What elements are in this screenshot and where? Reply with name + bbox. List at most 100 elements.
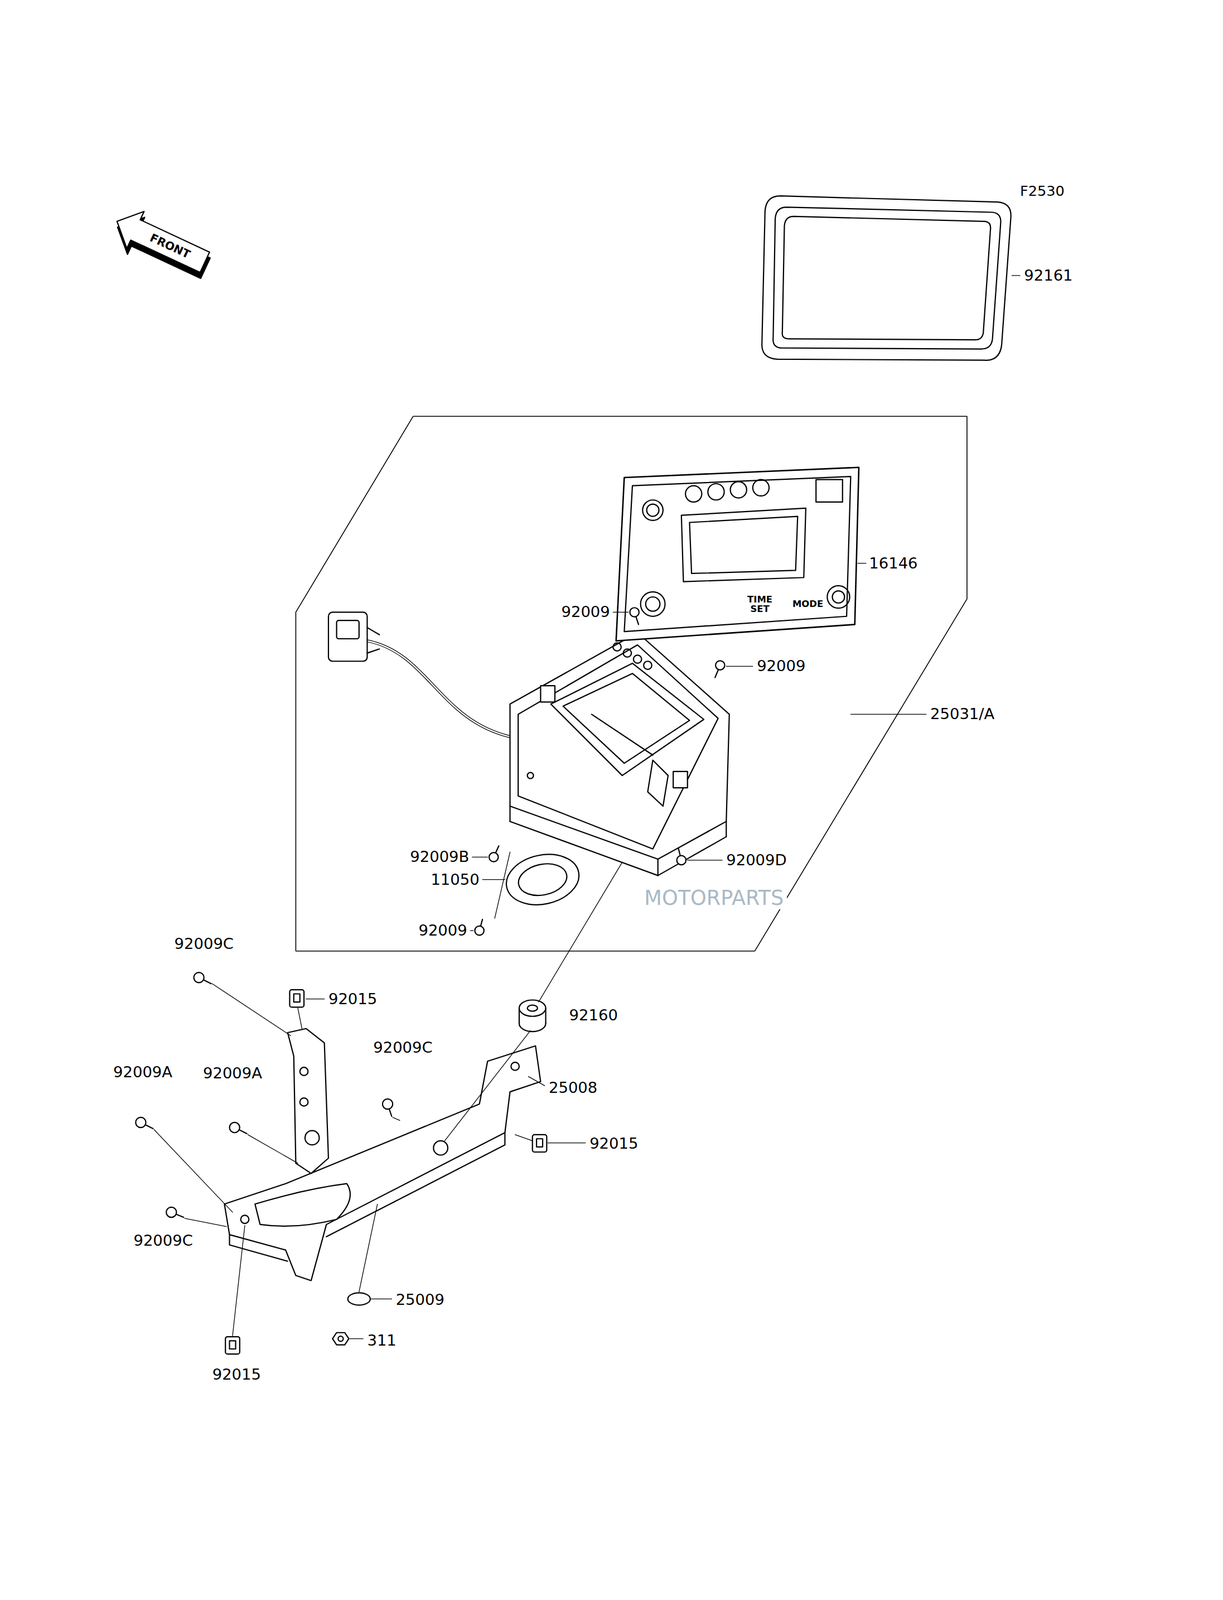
callout-number: 92161 <box>1023 267 1073 284</box>
callout-number: 92009A <box>113 1063 173 1081</box>
meter-connector <box>336 620 360 639</box>
screw-symbols <box>229 1122 240 1133</box>
leader-lines <box>349 1337 364 1339</box>
clip-nuts <box>229 1340 236 1349</box>
screw-symbols <box>382 1098 393 1109</box>
meter-body <box>658 836 727 876</box>
meter-body <box>527 772 534 779</box>
leader-lines <box>297 1007 302 1029</box>
meter-connector <box>366 627 380 635</box>
leader-lines <box>612 611 628 613</box>
screw-symbols <box>629 607 639 625</box>
screw-symbols <box>715 660 725 670</box>
button-label: TIME SET <box>744 594 776 615</box>
leader-lines <box>472 856 488 858</box>
meter-body <box>612 642 622 651</box>
callout-number: 92160 <box>569 1006 618 1024</box>
leader-lines <box>726 665 753 667</box>
assembly-frame <box>295 416 967 951</box>
callout-number: 92009C <box>373 1038 433 1056</box>
meter-face <box>730 481 747 498</box>
leader-lines <box>850 713 926 715</box>
callout-number: 92009 <box>561 603 611 621</box>
callout-number: 25008 <box>548 1079 598 1096</box>
meter-bracket <box>300 1066 309 1076</box>
leader-lines <box>153 1129 233 1212</box>
front-arrow <box>105 202 216 287</box>
meter-face <box>616 467 859 641</box>
callout-number: 16146 <box>868 554 918 572</box>
grommet <box>519 999 546 1016</box>
screw-symbols <box>629 607 639 617</box>
meter-body <box>647 760 669 806</box>
meter-bezel <box>761 195 1012 361</box>
callout-number: 92009 <box>756 657 806 675</box>
screw-symbols <box>135 1117 146 1128</box>
callout-number: 25009 <box>395 1291 445 1308</box>
leader-lines <box>247 1134 298 1163</box>
screw-symbols <box>194 972 212 984</box>
meter-ring <box>515 859 570 900</box>
meter-face <box>681 508 806 582</box>
screw-symbols <box>382 1098 393 1116</box>
leader-lines <box>306 998 325 999</box>
leader-lines <box>547 1142 586 1143</box>
leader-lines <box>528 1076 545 1086</box>
meter-face <box>616 467 859 641</box>
callout-number: 92015 <box>212 1365 261 1383</box>
meter-face <box>640 591 666 617</box>
meter-body <box>540 685 555 702</box>
screw-symbols <box>135 1117 153 1129</box>
leader-lines <box>232 1225 245 1336</box>
leader-lines <box>371 1298 393 1299</box>
meter-body <box>509 805 511 821</box>
grommet <box>519 999 546 1032</box>
screw-symbols <box>677 847 686 865</box>
callout-number: 92009D <box>726 851 787 869</box>
meter-body <box>725 820 727 836</box>
meter-body <box>510 632 730 876</box>
meter-connector <box>366 640 510 737</box>
meter-bracket <box>510 1061 520 1071</box>
meter-bezel <box>782 216 992 340</box>
screw-symbols <box>677 855 686 865</box>
leader-lines <box>359 1203 378 1292</box>
clip-nuts <box>293 993 301 1003</box>
meter-bracket <box>287 1028 329 1174</box>
meter-bezel <box>772 206 1001 349</box>
meter-bracket <box>229 1132 506 1261</box>
meter-body <box>518 644 718 849</box>
front-arrow <box>108 202 214 282</box>
screw-symbols <box>474 925 484 935</box>
meter-face <box>815 479 843 502</box>
screw-symbols <box>194 972 205 983</box>
meter-bezel <box>761 195 1012 361</box>
meter-bracket <box>433 1140 448 1155</box>
screw-symbols <box>474 919 484 935</box>
meter-body <box>643 660 652 670</box>
button-label: MODE <box>792 598 824 609</box>
screw-symbols <box>166 1206 184 1217</box>
meter-body <box>623 648 632 657</box>
meter-connector <box>328 611 511 737</box>
leader-lines <box>1011 274 1021 276</box>
screw-symbols <box>714 660 725 678</box>
clip-nuts <box>225 989 547 1354</box>
meter-body <box>563 673 690 763</box>
meter-bracket <box>254 1183 351 1226</box>
meter-bracket <box>300 1097 309 1106</box>
leader-lines <box>687 859 723 860</box>
callout-number: 92009C <box>133 1231 193 1249</box>
clip-nuts <box>225 1336 240 1354</box>
meter-face <box>624 476 851 632</box>
clip-nuts <box>536 1138 543 1147</box>
screw-symbols <box>229 1122 248 1134</box>
watermark: MOTORPARTS <box>640 886 787 909</box>
meter-face <box>642 499 664 521</box>
meter-bracket <box>224 1045 541 1281</box>
meter-face <box>685 485 702 502</box>
leader-lines <box>482 878 505 880</box>
